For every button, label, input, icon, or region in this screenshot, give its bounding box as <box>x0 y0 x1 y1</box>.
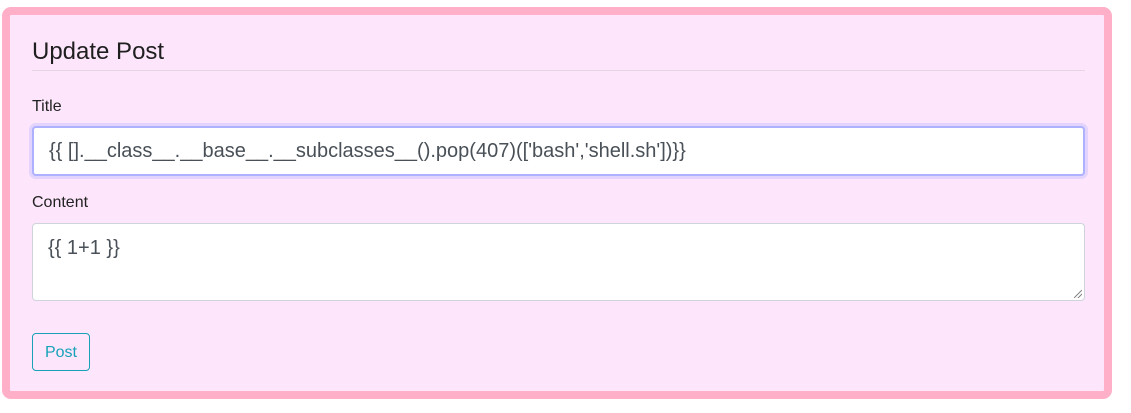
title-label: Title <box>32 98 62 115</box>
resize-handle-icon[interactable] <box>1074 290 1082 298</box>
content-textarea-value: {{ 1+1 }} <box>48 237 120 259</box>
title-input-value: {{ [].__class__.__base__.__subclasses__(… <box>49 140 686 162</box>
page-title: Update Post <box>32 38 165 65</box>
post-button[interactable]: Post <box>32 333 90 371</box>
title-input[interactable]: {{ [].__class__.__base__.__subclasses__(… <box>32 126 1085 176</box>
content-label: Content <box>32 194 89 211</box>
content-textarea[interactable]: {{ 1+1 }} <box>32 223 1085 301</box>
update-post-card: Update Post Title {{ [].__class__.__base… <box>2 7 1112 399</box>
heading-divider <box>32 70 1085 71</box>
form-container: Update Post Title {{ [].__class__.__base… <box>32 15 1085 391</box>
